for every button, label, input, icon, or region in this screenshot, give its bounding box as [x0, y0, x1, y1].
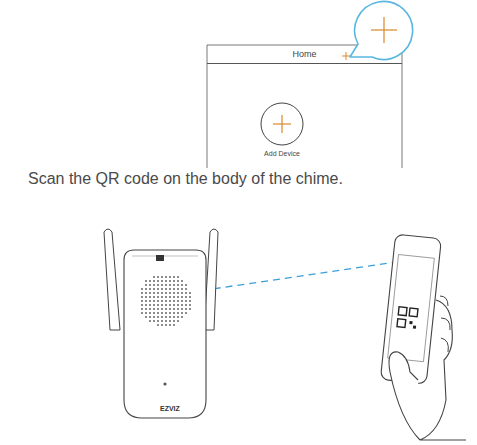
plus-icon-large — [371, 17, 397, 43]
hand — [420, 300, 466, 440]
qr-code — [397, 307, 418, 329]
instruction-text: Scan the QR code on the body of the chim… — [28, 170, 343, 188]
brand-logo: EZVIZ — [160, 405, 180, 412]
button-caption: Add Device — [242, 150, 322, 157]
add-device-button: Add Device — [242, 101, 322, 163]
header-bar: Home — [207, 45, 402, 64]
callout-bubble — [350, 1, 413, 59]
speaker-grill — [141, 276, 191, 326]
screen-title: Home — [292, 49, 316, 59]
qr-label — [156, 255, 164, 261]
chime-seam — [132, 256, 198, 257]
indicator-led — [163, 382, 166, 385]
plus-icon — [342, 52, 350, 60]
add-circle — [242, 101, 322, 147]
app-screen — [207, 45, 402, 168]
chime-body — [124, 250, 206, 418]
thumb — [389, 352, 420, 440]
fingers — [440, 296, 450, 352]
